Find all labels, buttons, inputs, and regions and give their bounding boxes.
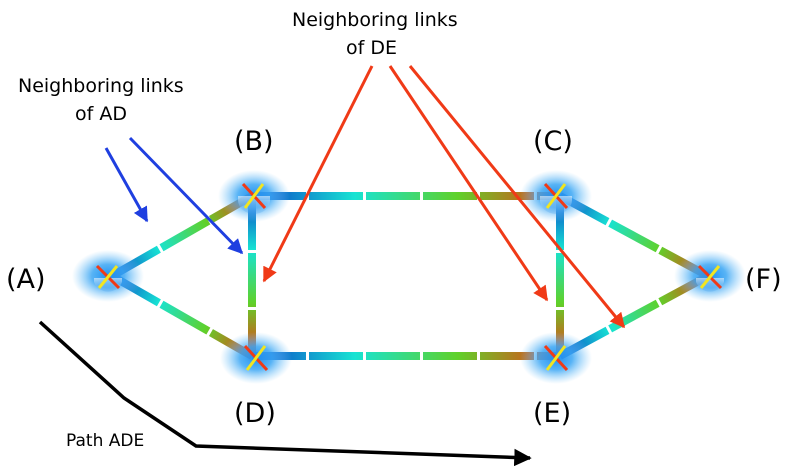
node-label-b: (B) bbox=[234, 126, 274, 157]
node-label-d: (D) bbox=[234, 398, 276, 429]
node-c bbox=[520, 170, 592, 222]
node-label-c: (C) bbox=[533, 126, 573, 157]
node-f bbox=[674, 250, 746, 302]
de-arrow-1 bbox=[262, 65, 374, 283]
links-layer bbox=[110, 192, 710, 360]
node-label-a: (A) bbox=[6, 264, 46, 295]
node-d bbox=[220, 332, 292, 384]
path-ade-arrow bbox=[38, 320, 532, 466]
node-label-f: (F) bbox=[745, 264, 782, 295]
node-b bbox=[218, 170, 290, 222]
node-e bbox=[520, 332, 592, 384]
ad-neighbors-line2: of AD bbox=[75, 103, 127, 125]
de-neighbors-line1: Neighboring links bbox=[292, 9, 458, 31]
path-ade-label: Path ADE bbox=[66, 431, 144, 451]
de-arrow-3 bbox=[408, 65, 626, 329]
ad-arrow-1 bbox=[104, 147, 149, 223]
node-label-e: (E) bbox=[533, 398, 571, 429]
ad-neighbors-line1: Neighboring links bbox=[18, 75, 184, 97]
de-neighbors-line2: of DE bbox=[346, 37, 397, 59]
ad-arrow-2 bbox=[128, 136, 244, 255]
node-a bbox=[72, 250, 144, 302]
de-arrow-2 bbox=[388, 65, 549, 302]
